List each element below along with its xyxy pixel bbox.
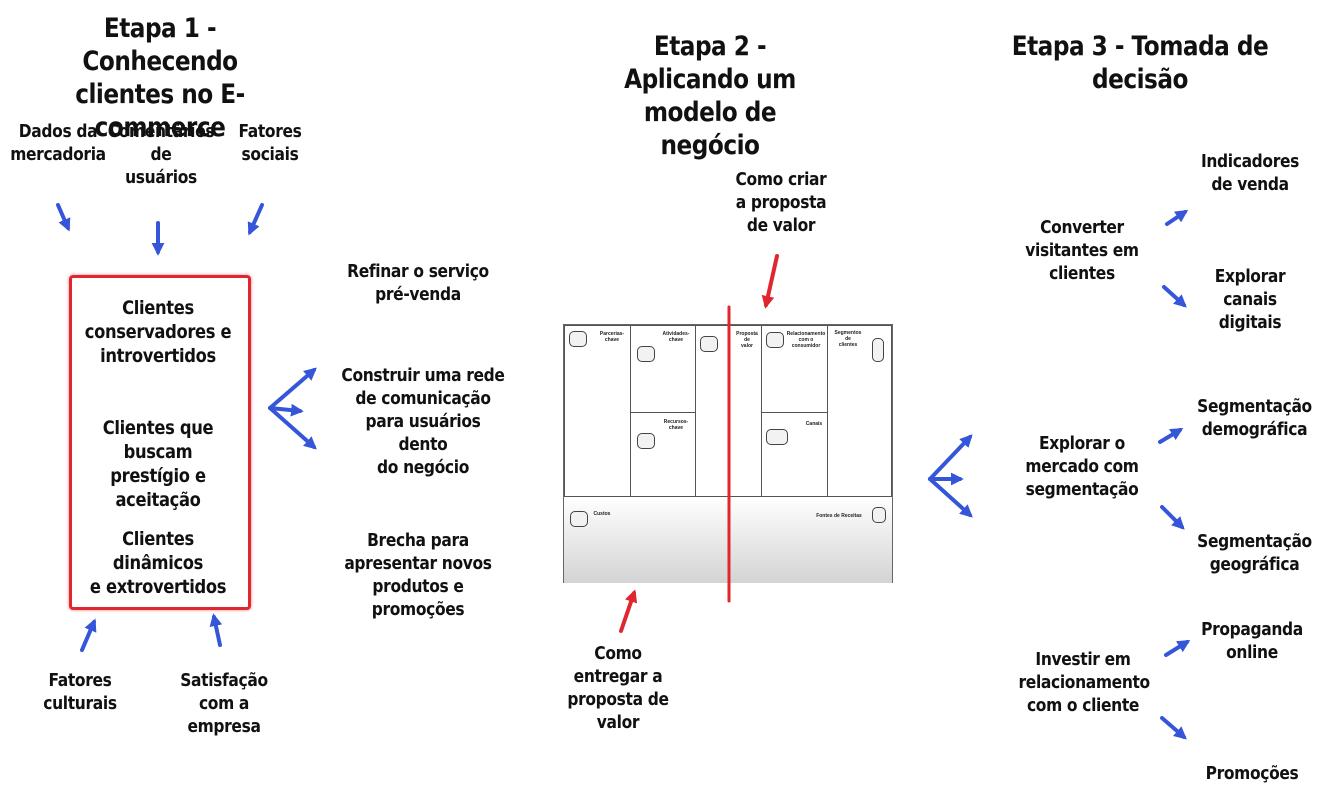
action-convert-visitors: Converter visitantes em clientes [1025,217,1139,284]
value-proposition-icon [700,336,718,352]
create-value-note: Como criar a proposta de valor [735,169,827,236]
person-icon [872,338,884,362]
revenue-icon [872,507,886,523]
result-demographic-segmentation: Segmentação demográfica [1197,396,1312,440]
value-proposition-label: Proposta de valor [736,331,758,349]
key-activities-label: Atividades- chave [662,331,690,343]
arrow-satisfaction-up [209,613,223,647]
customer-type-dynamic: Clientes dinâmicos e extrovertidos [89,528,227,598]
canvas-key-resources: Recursos- chave [630,412,696,497]
stage2-title: Etapa 2 - Aplicando um modelo de negócio [624,31,796,161]
action-invest-relationship: Investir em relacionamento com o cliente [1018,649,1151,716]
arrow-create-value [761,254,779,309]
heart-icon [766,332,784,348]
key-resources-label: Recursos- chave [663,419,689,431]
result-promotions: Promoções [1205,763,1299,784]
satisfaction-label: Satisfação com a empresa [180,670,268,737]
result-geographic-segmentation: Segmentação geográfica [1197,531,1312,575]
stage1-title: Etapa 1 - Conhecendo clientes no E- comm… [75,13,245,143]
arrow-social-down [247,203,264,236]
action-explore-market: Explorar o mercado com segmentação [1025,433,1139,500]
social-factors-label: Fatores sociais [238,121,302,165]
deliver-value-note: Como entregar a proposta de valor [567,643,669,733]
arrow-invest-down [1160,716,1187,740]
arrow-cultural-up [80,618,97,652]
resources-icon [637,433,655,449]
arrow-convert-up [1165,209,1189,226]
outcome-refine-service: Refinar o serviço pré-venda [347,261,489,305]
channels-label: Canais [805,421,823,427]
outcome-new-products: Brecha para apresentar novos produtos e … [344,530,492,620]
costs-icon [570,511,588,527]
arrow-invest-up [1164,639,1191,657]
truck-icon [766,429,788,445]
result-sales-indicators: Indicadores de venda [1200,151,1300,195]
outcome-communication-network: Construir uma rede de comunicação para u… [341,365,505,478]
canvas-customer-relationship: Relacionamento com o consumidor [761,325,828,413]
segments-label: Segmentos de clientes [834,330,862,348]
result-online-advertising: Propaganda online [1201,619,1303,663]
customer-type-conservative: Clientes conservadores e introvertidos [84,297,232,367]
arrow-fan-mid [268,403,304,417]
partners-icon [569,331,587,347]
merchandise-data-label: Dados da mercadoria [10,121,106,165]
stage3-title: Etapa 3 - Tomada de decisão [1011,31,1269,95]
cultural-factors-label: Fatores culturais [43,670,117,714]
canvas-customer-segments: Segmentos de clientes [827,325,892,497]
arrow-stage3-fan-up [928,434,973,481]
customer-type-prestige: Clientes que buscam prestígio e aceitaçã… [102,417,214,511]
user-comments-label: Comentários de usuários [107,121,215,188]
key-partners-label: Parcerias- chave [599,331,625,343]
arrow-stage3-fan-down [928,477,973,518]
arrow-fan-up [268,367,317,410]
arrow-convert-down [1162,285,1187,308]
result-digital-channels: Explorar canais digitais [1214,266,1286,333]
canvas-channels: Canais [761,412,828,497]
arrow-segment-up [1158,428,1184,444]
costs-label: Custos [593,511,611,517]
revenue-label: Fontes de Receitas [816,513,862,519]
canvas-key-partners: Parcerias- chave [564,325,631,497]
arrow-segment-down [1160,505,1185,530]
arrow-deliver-value [619,589,638,633]
activities-icon [637,346,655,362]
arrow-merchandise-down [56,203,71,232]
arrow-fan-down [268,406,317,450]
relationship-label: Relacionamento com o consumidor [786,331,826,349]
customer-types-box [69,275,251,610]
